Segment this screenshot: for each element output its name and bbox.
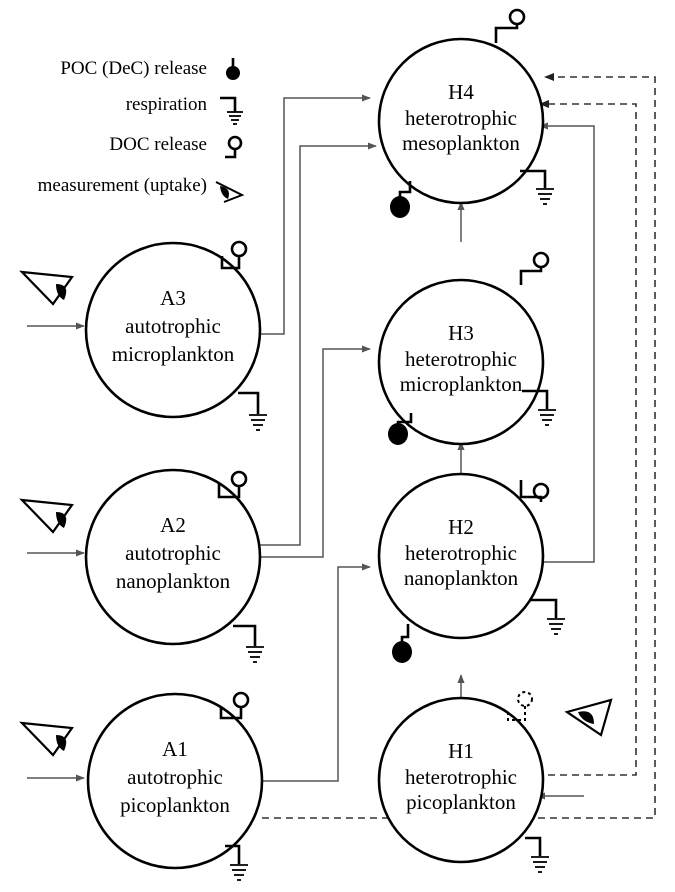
flow-lines — [27, 94, 595, 800]
measurement-eyes — [19, 270, 613, 757]
measurement-eye-icon — [19, 498, 74, 534]
poc-release-icon — [226, 58, 240, 80]
node-h2: H2 heterotrophic nanoplankton — [377, 472, 545, 640]
node-a2-id: A2 — [160, 513, 186, 537]
doc-release-icon — [219, 691, 250, 720]
node-a3: A3 autotrophic microplankton — [84, 241, 262, 419]
respiration-icon — [525, 836, 549, 873]
node-h4-line1: heterotrophic — [405, 106, 517, 130]
node-h1-id: H1 — [448, 739, 474, 763]
node-a1-line2: picoplankton — [120, 793, 230, 817]
doc-release-icon — [220, 240, 248, 270]
doc-symbols — [217, 8, 550, 721]
respiration-icon — [529, 598, 565, 635]
doc-release-icon — [519, 251, 550, 285]
node-h2-line1: heterotrophic — [405, 541, 517, 565]
node-a1-id: A1 — [162, 737, 188, 761]
doc-release-icon — [519, 480, 550, 502]
doc-release-icon — [217, 470, 248, 499]
measurement-eye-icon — [19, 270, 74, 306]
poc-symbols — [388, 181, 413, 663]
node-a2-line1: autotrophic — [125, 541, 221, 565]
measurement-eye-icon — [564, 698, 613, 737]
legend-poc-label: POC (DeC) release — [60, 58, 207, 79]
node-h2-line2: nanoplankton — [404, 566, 519, 590]
measurement-eye-icon — [19, 721, 74, 757]
node-h3-id: H3 — [448, 321, 474, 345]
node-h3-line2: microplankton — [400, 372, 523, 396]
legend-doc-label: DOC release — [109, 134, 207, 155]
poc-release-icon — [388, 413, 413, 445]
node-a2-line2: nanoplankton — [116, 569, 231, 593]
node-h1-line1: heterotrophic — [405, 765, 517, 789]
respiration-icon — [238, 391, 267, 431]
doc-release-icon — [507, 691, 533, 721]
respiration-icon — [220, 96, 243, 125]
node-h1: H1 heterotrophic picoplankton — [377, 696, 545, 864]
doc-release-icon — [494, 8, 526, 43]
node-h3: H3 heterotrophic microplankton — [377, 278, 545, 446]
poc-release-icon — [390, 181, 412, 218]
respiration-symbols — [225, 169, 565, 881]
node-h1-line2: picoplankton — [406, 790, 516, 814]
respiration-icon — [233, 624, 264, 663]
respiration-icon — [522, 389, 556, 426]
doc-release-icon — [225, 135, 243, 159]
respiration-icon — [520, 169, 554, 205]
node-a3-line1: autotrophic — [125, 314, 221, 338]
node-a2: A2 autotrophic nanoplankton — [84, 468, 262, 646]
node-a3-line2: microplankton — [112, 342, 235, 366]
legend-respiration-label: respiration — [126, 94, 208, 115]
node-a1-line1: autotrophic — [127, 765, 223, 789]
measurement-eye-icon — [215, 181, 245, 203]
node-h2-id: H2 — [448, 515, 474, 539]
node-h4: H4 heterotrophic mesoplankton — [377, 37, 545, 205]
poc-release-icon — [392, 624, 412, 663]
node-h4-line2: mesoplankton — [402, 131, 520, 155]
node-a3-id: A3 — [160, 286, 186, 310]
legend: POC (DeC) release respiration DOC releas… — [38, 58, 245, 203]
node-h3-line1: heterotrophic — [405, 347, 517, 371]
node-h4-id: H4 — [448, 80, 474, 104]
legend-measurement-label: measurement (uptake) — [38, 175, 207, 196]
node-a1: A1 autotrophic picoplankton — [86, 692, 264, 870]
respiration-icon — [225, 844, 248, 881]
